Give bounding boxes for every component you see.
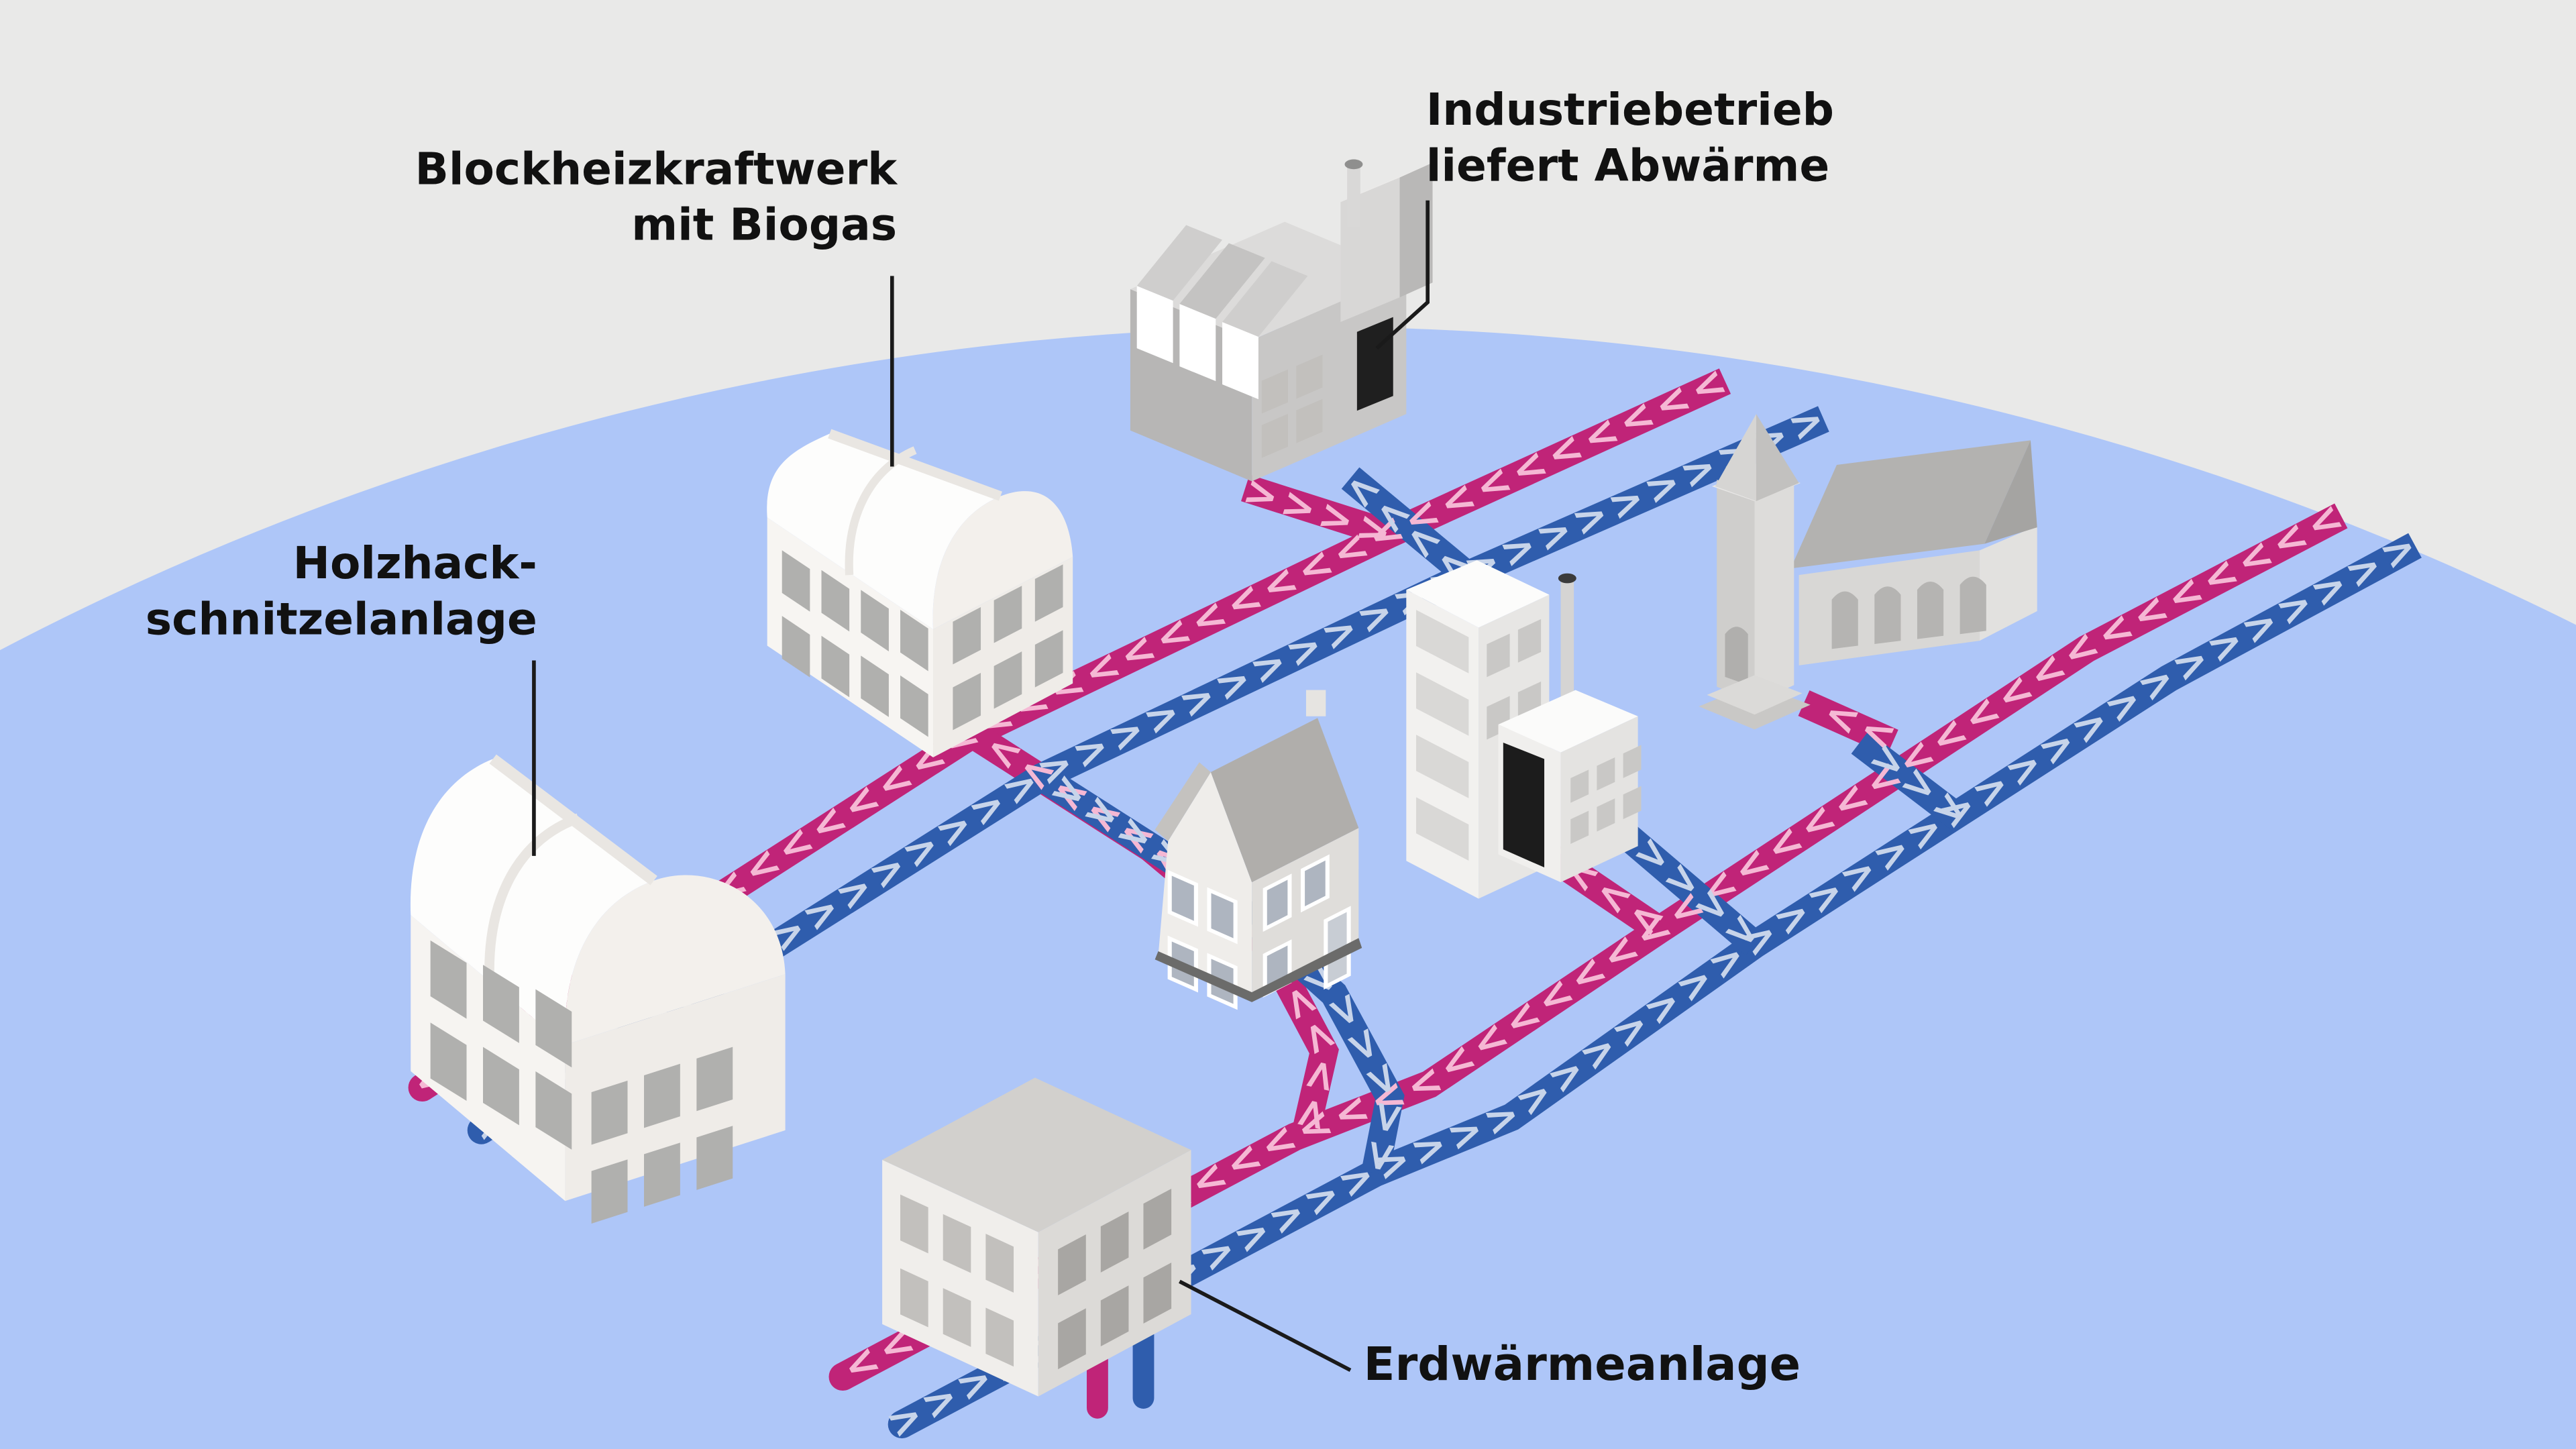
roof-ridge-seam	[828, 429, 1002, 501]
church-window-3	[1917, 581, 1944, 639]
geothermal-label: Erdwärmeanlage	[1364, 1338, 1801, 1391]
return-main-east-pipe	[895, 533, 2422, 1437]
church-nave-gable-wall	[1980, 525, 2037, 641]
industrial-plant-building	[1130, 159, 1433, 482]
office-tower-band-windows	[1416, 610, 1469, 861]
chp-windows-end	[953, 564, 1063, 731]
return-cross-pipe	[1034, 765, 1405, 1176]
church-spire-right	[1756, 414, 1799, 501]
chp-plant-building	[767, 429, 1073, 757]
chp-label-line1: Blockheizkraftwerk	[415, 143, 898, 195]
return-factory-stub-pipe	[1341, 467, 1477, 586]
factory-stack-top	[1344, 159, 1363, 170]
office-tower-roof	[1406, 560, 1550, 628]
geothermal-windows-right	[1058, 1188, 1172, 1370]
office-annex-windows	[1570, 745, 1642, 844]
factory-door	[1356, 317, 1393, 411]
supply-pipe-endcap-south	[828, 1362, 857, 1391]
church-nave-roof	[1790, 440, 2031, 569]
wood-chip-label-line1: Holzhack-	[293, 537, 537, 589]
church-window-4	[1960, 576, 1986, 635]
church-door	[1725, 627, 1748, 686]
house-building	[1155, 690, 1362, 1010]
wood-chip-plant-barrel-roof	[410, 759, 654, 1045]
supply-factory-stub-pipe	[1241, 474, 1395, 547]
factory-chimney-block-side	[1399, 162, 1433, 298]
industry-label-line1: Industriebetrieb	[1426, 84, 1834, 136]
geothermal-windows-left	[900, 1194, 1014, 1367]
factory-stack	[1347, 164, 1360, 227]
house-base	[1155, 938, 1362, 1002]
office-doorway	[1503, 742, 1545, 868]
industry-leader-line	[1375, 200, 1430, 350]
house-gable-wall	[1158, 772, 1252, 998]
office-annex-right-wall	[1560, 716, 1638, 883]
geothermal-roof	[882, 1077, 1191, 1232]
church-building	[1699, 414, 2037, 730]
chp-barrel-roof	[767, 433, 1001, 629]
office-plant-building	[1406, 560, 1642, 899]
return-church-stub-pipe	[1851, 731, 1972, 833]
wood-chip-plant-windows-end	[591, 1046, 733, 1224]
church-spire-left	[1715, 414, 1756, 501]
factory-chimney-block-top	[1340, 162, 1433, 203]
house-chimney	[1305, 690, 1326, 716]
house-roof-edge	[1155, 762, 1211, 841]
geothermal-leader-line	[1179, 1279, 1352, 1372]
wood-chip-plant-windows-left	[430, 940, 572, 1150]
sawtooth-glass-1	[1136, 286, 1173, 364]
office-annex-roof	[1498, 690, 1638, 753]
supply-church-stub-pipe	[1798, 690, 1898, 755]
geothermal-plant-building	[882, 1077, 1191, 1397]
chp-label-line2: mit Biogas	[631, 199, 897, 251]
sawtooth-glass-3	[1222, 322, 1258, 400]
wood-chip-plant-building	[410, 754, 786, 1224]
factory-right-wall	[1252, 272, 1407, 482]
church-window-1	[1831, 591, 1858, 649]
sawtooth-slope-3	[1222, 261, 1308, 337]
supply-main-east-pipe	[836, 503, 2348, 1389]
chp-end-arch	[932, 491, 1073, 629]
sawtooth-glass-2	[1179, 304, 1216, 382]
return-pipe-endcap-south	[888, 1410, 916, 1439]
annotations: Blockheizkraftwerk mit Biogas Industrieb…	[146, 84, 1834, 1391]
chp-windows-left	[782, 550, 928, 737]
church-window-2	[1874, 586, 1901, 644]
office-chimney-top	[1558, 573, 1576, 584]
house-roof	[1210, 718, 1359, 883]
church-tower-side	[1754, 480, 1794, 704]
sawtooth-slope-1	[1136, 225, 1223, 301]
factory-windows	[1261, 354, 1323, 458]
church-nave-roof-edge	[1984, 440, 2037, 544]
wood-chip-plant-end-arch	[565, 875, 786, 1045]
sawtooth-slope-2	[1179, 243, 1265, 319]
industry-label-line2: liefert Abwärme	[1426, 140, 1829, 191]
wood-chip-label-line2: schnitzelanlage	[146, 593, 537, 645]
roof-cross-seam	[484, 813, 580, 983]
roof-cross-seam	[845, 446, 917, 576]
